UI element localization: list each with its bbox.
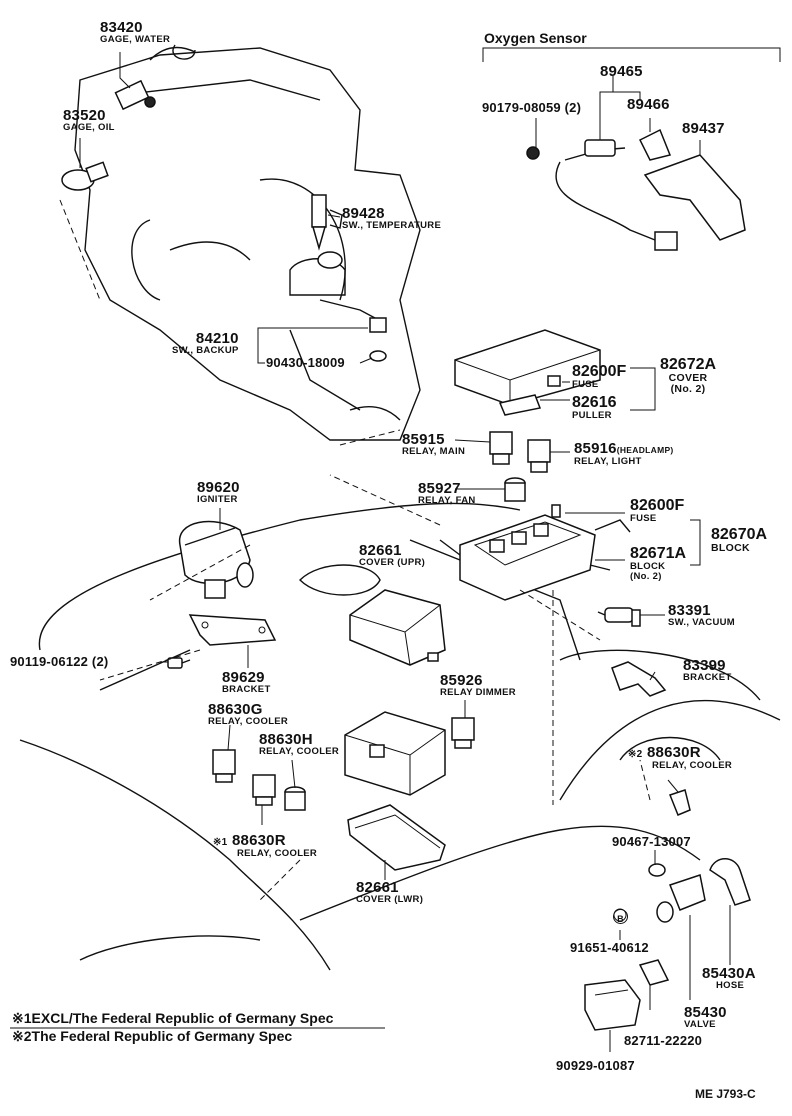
temperature-switch-part — [311, 194, 343, 251]
figure-code: ME J793-C — [695, 1087, 756, 1101]
relay-main-part — [489, 431, 513, 465]
part-label-83391[interactable]: 83391 SW., VACUUM — [668, 602, 735, 628]
part-label-82671A[interactable]: 82671A BLOCK (No. 2) — [630, 545, 687, 582]
igniter-part — [179, 520, 254, 599]
part-label-83420[interactable]: 83420 GAGE, WATER — [100, 19, 171, 45]
part-label-83520[interactable]: 83520 GAGE, OIL — [63, 107, 115, 133]
oxygen-sensor-title: Oxygen Sensor — [484, 30, 587, 46]
part-label-82600F-mid[interactable]: 82600F FUSE — [630, 497, 685, 524]
part-label-90430-18009[interactable]: 90430-18009 — [266, 355, 345, 370]
note-1: ※1EXCL/The Federal Republic of Germany S… — [12, 1010, 334, 1026]
cover-upper-part — [349, 589, 446, 666]
part-label-89465[interactable]: 89465 — [600, 63, 643, 80]
part-label-88630R-left[interactable]: ※1 88630R RELAY, COOLER — [213, 832, 318, 859]
leader-lines — [79, 52, 731, 1052]
part-label-88630G[interactable]: 88630G RELAY, COOLER — [208, 701, 289, 727]
part-label-85927[interactable]: 85927 RELAY, FAN — [418, 480, 476, 506]
water-gage-part — [114, 79, 156, 111]
part-label-82600F-top[interactable]: 82600F FUSE — [572, 363, 627, 390]
part-label-85430[interactable]: 85430 VALVE — [684, 1004, 727, 1030]
part-label-84210[interactable]: 84210 SW., BACKUP — [172, 330, 239, 356]
part-label-82672A[interactable]: 82672A COVER (No. 2) — [660, 356, 717, 395]
part-label-85926[interactable]: 85926 RELAY DIMMER — [440, 672, 516, 698]
engine-outline — [74, 44, 421, 441]
cover-lower-part — [347, 804, 446, 871]
bolt-part — [167, 657, 191, 669]
part-label-90929-01087[interactable]: 90929-01087 — [556, 1058, 635, 1073]
part-label-90119-06122[interactable]: 90119-06122 (2) — [10, 654, 109, 669]
vacuum-bracket-part — [611, 661, 667, 697]
part-label-85430A[interactable]: 85430A HOSE — [702, 965, 756, 991]
igniter-bracket-part — [188, 614, 277, 646]
placement-lines — [59, 199, 651, 901]
part-label-85916[interactable]: 85916(HEADLAMP) RELAY, LIGHT — [574, 440, 674, 467]
cooler-relay-r1-part — [252, 774, 276, 806]
oxygen-sensor-group-bracket — [482, 47, 781, 62]
relay-block-part — [344, 711, 446, 796]
part-label-82616[interactable]: 82616 PULLER — [572, 394, 617, 421]
part-label-82711-22220[interactable]: 82711-22220 — [624, 1033, 703, 1048]
part-label-marker-B: B — [613, 909, 628, 924]
valve-bracket-part — [584, 959, 670, 1031]
junction-block-part — [439, 504, 631, 601]
cooler-relay-g-part — [212, 749, 236, 783]
part-label-83399[interactable]: 83399 BRACKET — [683, 657, 732, 683]
part-label-91651-40612[interactable]: 91651-40612 — [570, 940, 649, 955]
relay-fan-part — [504, 477, 526, 502]
oxygen-sensor-part — [526, 128, 746, 251]
part-label-90467-13007[interactable]: 90467-13007 — [612, 834, 691, 849]
part-label-82661-lwr[interactable]: 82661 COVER (LWR) — [356, 879, 424, 905]
cooler-relay-h-part — [284, 786, 306, 811]
part-label-89437[interactable]: 89437 — [682, 120, 725, 137]
part-label-88630R-right[interactable]: ※2 88630R RELAY, COOLER — [628, 744, 733, 771]
part-label-88630H[interactable]: 88630H RELAY, COOLER — [259, 731, 340, 757]
part-label-82661-upr[interactable]: 82661 COVER (UPR) — [359, 542, 426, 568]
backup-switch-part — [289, 251, 387, 362]
part-label-89466[interactable]: 89466 — [627, 96, 670, 113]
part-label-90179-08059[interactable]: 90179-08059 (2) — [482, 100, 582, 115]
vacuum-switch-part — [597, 607, 641, 627]
cooler-relay-r2-part — [669, 789, 691, 816]
part-label-89428[interactable]: 89428 SW., TEMPERATURE — [342, 205, 442, 231]
part-label-89629[interactable]: 89629 BRACKET — [222, 669, 271, 695]
relay-dimmer-part — [451, 717, 475, 749]
part-label-89620[interactable]: 89620 IGNITER — [197, 479, 240, 505]
relay-light-part — [527, 439, 551, 473]
fuse-box-cover-no2-part — [454, 329, 601, 416]
oil-gage-part — [61, 161, 109, 191]
valve-hose-part — [613, 858, 751, 923]
part-label-85915[interactable]: 85915 RELAY, MAIN — [402, 431, 466, 457]
part-label-82670A[interactable]: 82670A BLOCK — [711, 526, 768, 554]
note-2: ※2The Federal Republic of Germany Spec — [12, 1028, 293, 1044]
